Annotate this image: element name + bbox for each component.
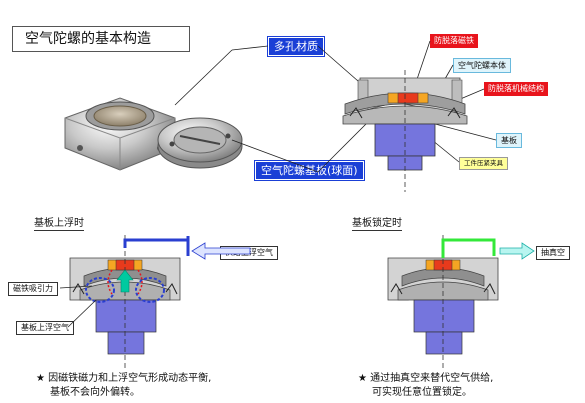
lock-note: ★ 通过抽真空来替代空气供给, 可实现任意位置锁定。 <box>358 373 494 398</box>
float-diagram <box>59 235 251 370</box>
arrow-up-icon <box>116 269 134 293</box>
anti-drop-mechanism-label: 防脱落机械结构 <box>484 82 548 96</box>
page-title: 空气陀螺的基本构造 <box>12 26 190 52</box>
anti-drop-magnet-label: 防脱落磁铁 <box>430 34 478 48</box>
vacuum-label: 抽真空 <box>536 246 570 260</box>
float-section-title: 基板上浮时 <box>34 218 84 231</box>
magnet-attraction-label: 磁铁吸引力 <box>8 282 58 296</box>
workpiece-clamp-label: 工件压紧夹具 <box>459 157 508 170</box>
porous-material-label: 多孔材质 <box>268 37 324 56</box>
substrate-float-air-label: 基板上浮空气 <box>16 321 74 335</box>
arrow-right-icon <box>191 242 251 260</box>
lock-section-title: 基板锁定时 <box>352 218 402 231</box>
lock-diagram <box>387 235 535 370</box>
gyro-photo <box>64 97 243 171</box>
arrow-right-icon <box>499 242 535 260</box>
substrate-label: 基板 <box>496 133 522 148</box>
float-note: ★ 因磁铁磁力和上浮空气形成动态平衡, 基板不会向外偏转。 <box>36 373 212 398</box>
gyro-body-label: 空气陀螺本体 <box>453 58 511 73</box>
gyro-base-plate-label: 空气陀螺基板(球面) <box>255 161 364 180</box>
